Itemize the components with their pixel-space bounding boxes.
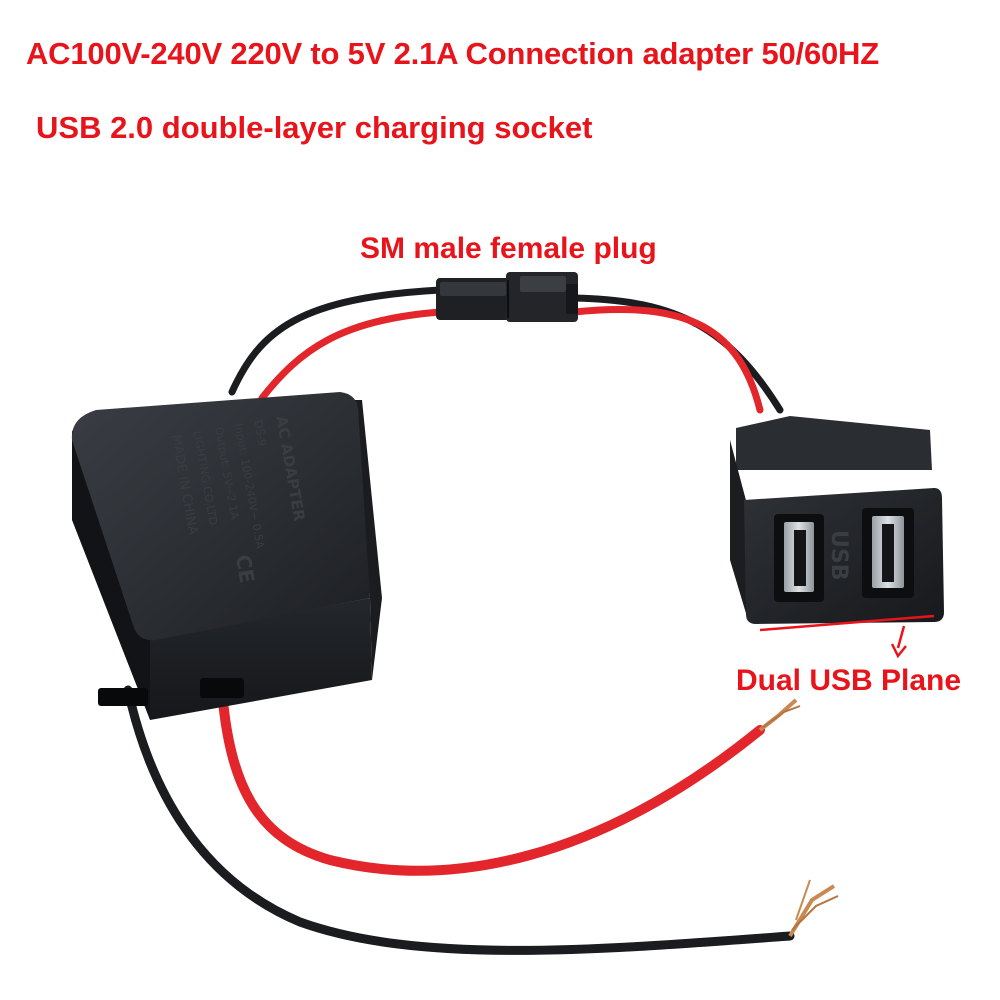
dual-usb-label: Dual USB Plane — [736, 664, 962, 697]
wire-red-to-socket — [570, 306, 764, 414]
socket-usb-marking: USB — [826, 530, 851, 580]
ac-adapter-box — [71, 392, 382, 720]
ce-mark-icon: CE — [231, 553, 260, 585]
sm-connector — [436, 272, 578, 322]
sm-plug-label: SM male female plug — [360, 232, 657, 265]
wire-red-to-plug — [258, 308, 444, 402]
subtitle-caption: USB 2.0 double-layer charging socket — [36, 110, 593, 145]
arrow-down-icon — [890, 643, 907, 659]
wire-red-output — [217, 685, 765, 876]
wire-black-output — [123, 685, 795, 955]
marking-line-2: DS-9 — [252, 419, 269, 447]
copper-end-black — [788, 879, 839, 938]
usb-socket: USB — [730, 416, 944, 624]
wire-black-to-plug — [228, 286, 444, 396]
title-caption: AC100V-240V 220V to 5V 2.1A Connection a… — [26, 36, 879, 71]
dual-usb-plane-marker — [759, 614, 935, 659]
copper-end-red — [758, 698, 801, 732]
